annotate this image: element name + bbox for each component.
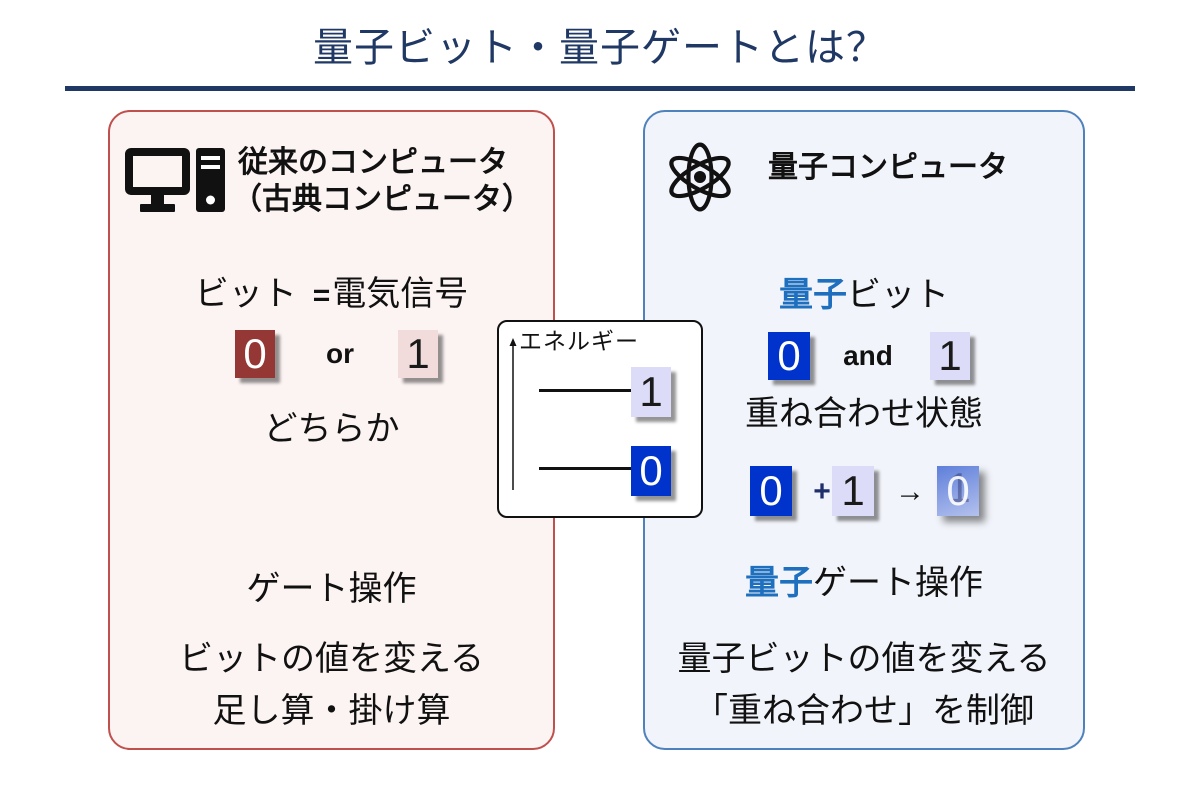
bit-one-box: 1 <box>398 330 438 378</box>
classical-gate-title: ゲート操作 <box>246 571 417 608</box>
superposed-zero-digit: 0 <box>946 467 970 514</box>
quantum-gate-title: 量子ゲート操作 <box>645 563 1083 604</box>
lower-energy-level <box>539 467 631 470</box>
classical-computer-panel: 従来のコンピュータ （古典コンピュータ） ビット =電気信号 0 or 1 どちら… <box>108 110 555 750</box>
equals-sign: = <box>312 279 331 312</box>
energy-level-diagram: エネルギー 1 0 <box>497 320 703 518</box>
qubit-one-box: 1 <box>930 332 970 380</box>
either-text: どちらか <box>263 411 400 448</box>
quantum-computer-panel: 量子コンピュータ 量子ビット 0 and 1 重ね合わせ状態 0 + 1 → 1… <box>643 110 1085 750</box>
classical-gate-description: ビットの値を変える <box>179 641 484 678</box>
superposed-one-digit: 1 <box>947 464 971 511</box>
up-arrow-icon <box>509 338 517 490</box>
qubit-title: 量子ビット <box>645 275 1083 316</box>
superposition-one-box: 1 <box>832 466 874 516</box>
qubit-suffix: ビット <box>847 277 949 314</box>
desktop-computer-icon <box>125 148 225 212</box>
bit-meaning: 電気信号 <box>332 276 469 313</box>
energy-axis-label: エネルギー <box>519 329 639 354</box>
superposed-state-box: 1 0 <box>937 466 979 516</box>
quantum-gate-suffix: ゲート操作 <box>813 565 983 602</box>
quantum-gate-control: 「重ね合わせ」を制御 <box>694 693 1034 730</box>
qubit-prefix: 量子 <box>779 276 847 314</box>
bit-zero-box: 0 <box>235 330 275 378</box>
superposition-zero-box: 0 <box>750 466 792 516</box>
or-connector: or <box>326 338 354 369</box>
and-connector: and <box>843 340 893 371</box>
upper-energy-level <box>539 389 631 392</box>
classical-heading: 従来のコンピュータ <box>238 146 508 179</box>
quantum-gate-prefix: 量子 <box>745 564 813 602</box>
bit-word: ビット <box>194 276 297 313</box>
arrow-right-icon: → <box>895 475 925 508</box>
upper-level-one-box: 1 <box>631 367 671 417</box>
plus-sign: + <box>813 475 831 508</box>
title-underline <box>65 86 1135 91</box>
superposition-text: 重ね合わせ状態 <box>745 396 983 433</box>
bit-definition: ビット =電気信号 <box>110 275 553 316</box>
qubit-zero-box: 0 <box>768 332 810 380</box>
quantum-heading: 量子コンピュータ <box>768 151 1008 184</box>
atom-icon <box>669 142 731 212</box>
classical-subheading: （古典コンピュータ） <box>232 183 532 216</box>
classical-gate-examples: 足し算・掛け算 <box>212 693 451 730</box>
quantum-gate-description: 量子ビットの値を変える <box>677 641 1051 678</box>
slide-title: 量子ビット・量子ゲートとは？ <box>313 26 887 70</box>
lower-level-zero-box: 0 <box>631 446 671 496</box>
